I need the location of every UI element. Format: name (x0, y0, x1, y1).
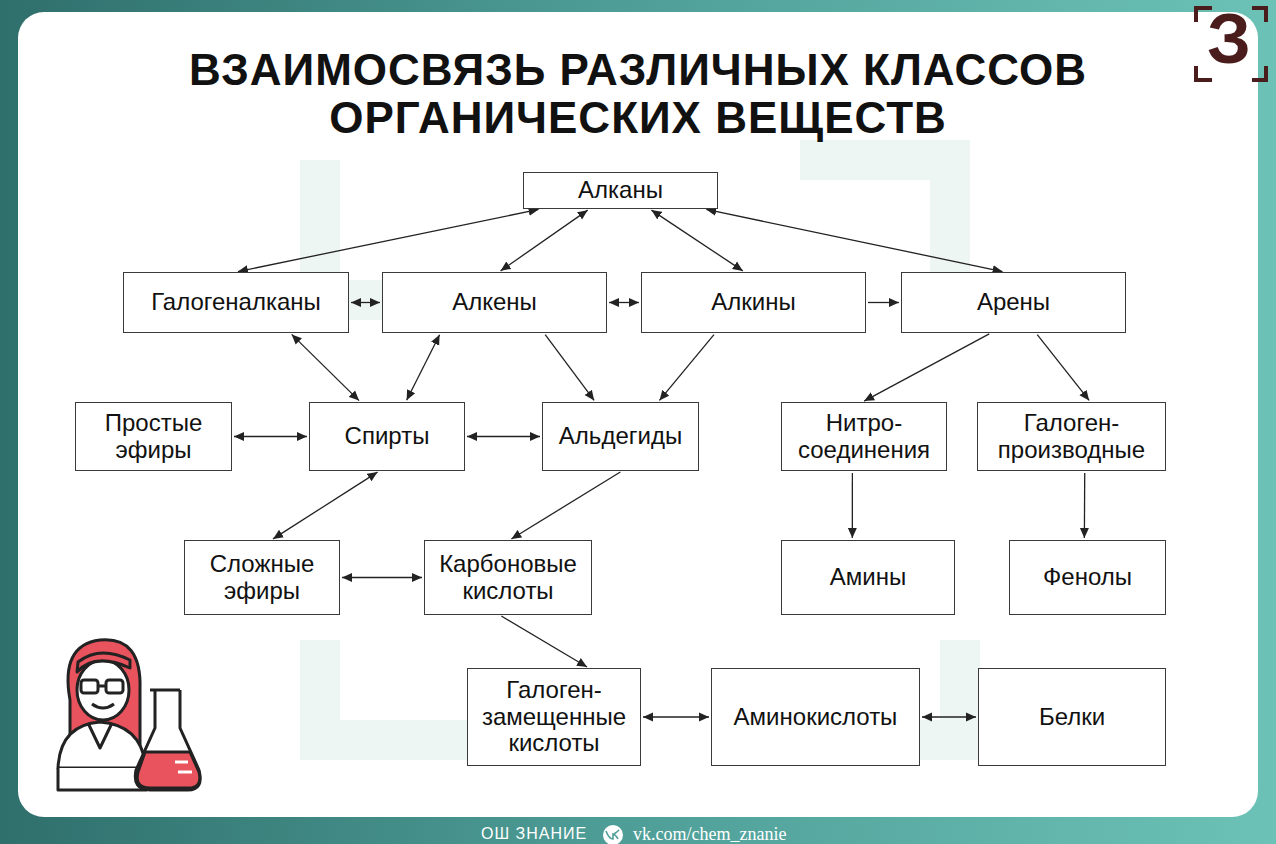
box-text: Альдегиды (549, 423, 692, 449)
flask-liquid (137, 752, 200, 788)
box-text: Белки (985, 704, 1159, 730)
connector-arrow (659, 335, 714, 401)
connector-arrow (545, 335, 594, 401)
class-box: Алкины (641, 272, 866, 333)
connector-arrow (292, 334, 359, 400)
vk-icon (603, 825, 623, 844)
connector-arrow (501, 210, 588, 271)
brand-name: ОШ ЗНАНИЕ (481, 826, 587, 842)
box-text: Алкины (648, 289, 859, 315)
box-text: Арены (908, 289, 1119, 315)
class-box: Алкены (382, 272, 607, 333)
connector-arrow (234, 436, 307, 437)
collar (88, 723, 112, 748)
connector-arrow (467, 436, 540, 437)
box-text: Алкены (389, 289, 600, 315)
class-box: Белки (978, 668, 1166, 766)
box-text: Галоген- замещенные кислоты (474, 677, 634, 756)
logo-corner (1252, 8, 1266, 22)
box-text: Галогеналканы (130, 289, 342, 315)
connector-arrow (706, 209, 1002, 271)
class-box: Нитро- соединения (781, 402, 947, 471)
box-text: Галоген- производные (984, 410, 1159, 463)
watermark-stroke (320, 640, 470, 740)
connector-arrow (407, 335, 440, 400)
class-box: Альдегиды (542, 402, 699, 471)
white-panel (18, 12, 1258, 817)
flask (135, 690, 200, 790)
coat-lower (58, 768, 146, 790)
connector-arrow (351, 302, 380, 303)
box-text: Алканы (530, 177, 711, 203)
connector-arrow (342, 577, 422, 578)
face (77, 660, 129, 720)
box-text: Карбоновые кислоты (431, 551, 585, 604)
class-box: Галоген- производные (977, 402, 1166, 471)
class-box: Карбоновые кислоты (424, 540, 592, 615)
connector-arrow (238, 209, 539, 271)
connector-arrow (1037, 335, 1089, 401)
box-text: Амины (788, 564, 948, 590)
coat (58, 722, 146, 768)
diagram-title: ВЗАИМОСВЯЗЬ РАЗЛИЧНЫХ КЛАССОВ ОРГАНИЧЕСК… (138, 46, 1138, 141)
box-text: Простые эфиры (82, 410, 225, 463)
class-box: Простые эфиры (75, 402, 232, 471)
glasses-right (106, 680, 123, 693)
chemist-illustration (58, 640, 200, 790)
class-box: Арены (901, 272, 1126, 333)
connector-arrow (651, 210, 742, 271)
connector-arrow (864, 334, 989, 401)
connector-arrow (273, 472, 377, 539)
connector-arrow (511, 472, 620, 539)
box-text: Нитро- соединения (788, 410, 940, 463)
logo-corner (1252, 66, 1266, 80)
class-box: Амины (781, 540, 955, 615)
class-box: Фенолы (1009, 540, 1166, 615)
box-text: Аминокислоты (718, 704, 913, 730)
brand-link: vk.com/chem_znanie (633, 825, 786, 843)
glasses-bridge (98, 685, 106, 688)
class-box: Сложные эфиры (184, 540, 340, 615)
class-box: Спирты (309, 402, 465, 471)
class-box: Аминокислоты (711, 668, 920, 766)
vk-icon-mark (606, 830, 619, 839)
connector-arrow (609, 302, 639, 303)
glasses-left (81, 680, 98, 693)
box-text: Фенолы (1016, 564, 1159, 590)
box-text: Сложные эфиры (191, 551, 333, 604)
connector-arrow (501, 616, 587, 667)
box-text: Спирты (316, 423, 458, 449)
class-box: Галоген- замещенные кислоты (467, 668, 641, 766)
connector-arrow (852, 473, 853, 538)
class-box: Галогеналканы (123, 272, 349, 333)
smile (92, 704, 114, 708)
connector-arrow (868, 302, 899, 303)
connector-arrow (922, 716, 976, 717)
flask-marks (175, 762, 192, 772)
logo-letter: З (1207, 4, 1251, 74)
fringe (77, 653, 130, 672)
connector-arrow (1084, 473, 1086, 538)
connector-arrow (643, 716, 709, 717)
class-box: Алканы (523, 172, 718, 209)
